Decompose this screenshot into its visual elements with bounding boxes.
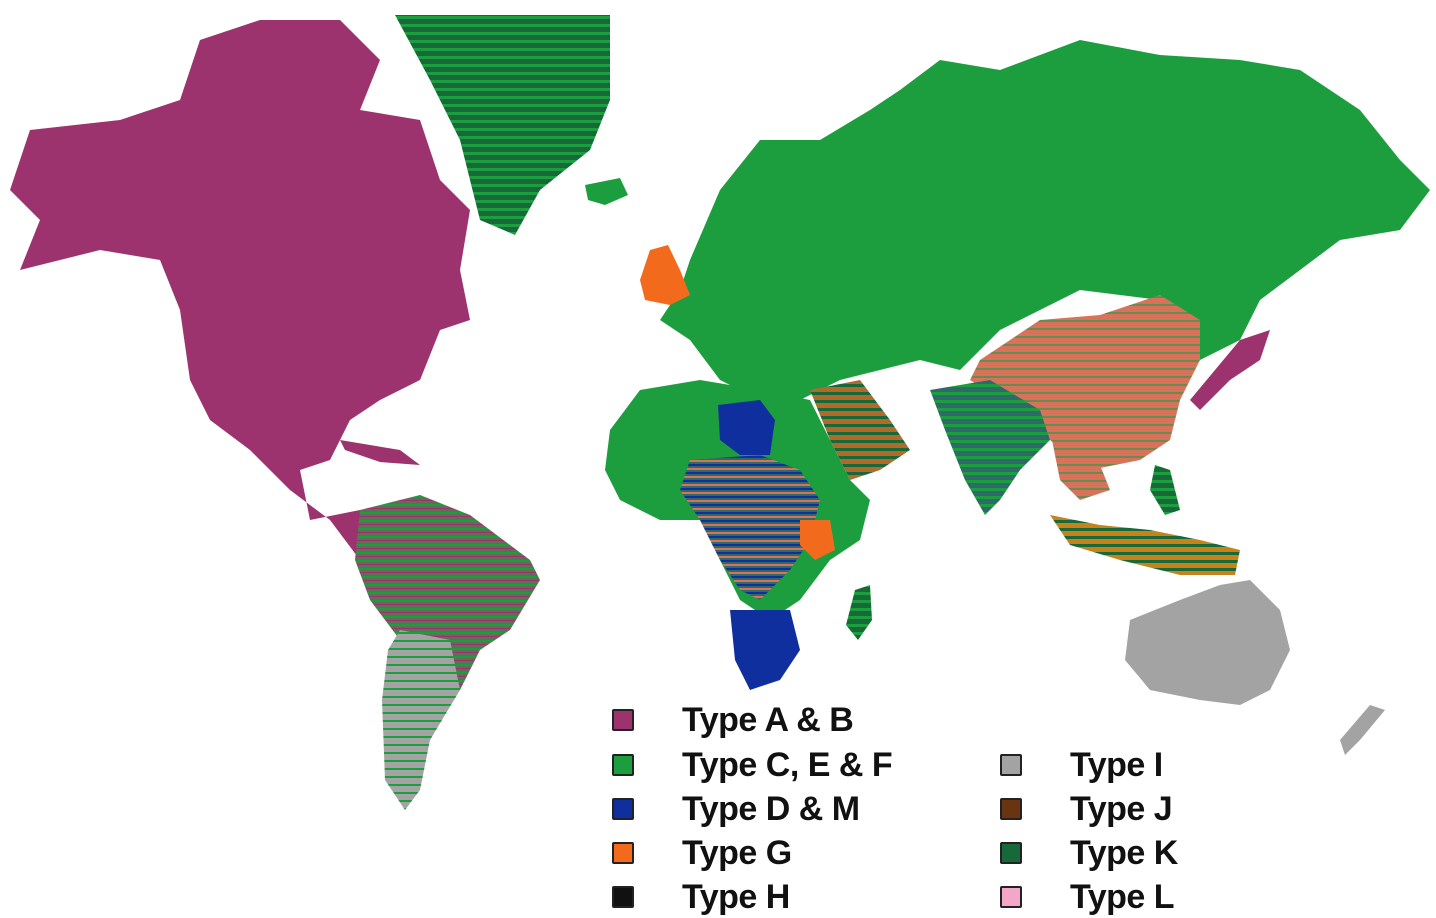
legend-label: Type L <box>1070 877 1175 916</box>
region-uk <box>640 245 690 305</box>
legend-swatch <box>612 754 634 776</box>
region-australia <box>1125 580 1290 705</box>
region-libya <box>718 400 775 455</box>
region-china <box>970 295 1200 470</box>
legend-item-type-dm: Type D & M <box>612 789 860 829</box>
legend-swatch <box>1000 754 1022 776</box>
legend-swatch <box>1000 886 1022 908</box>
legend-swatch <box>612 709 634 731</box>
legend-swatch <box>1000 842 1022 864</box>
legend-swatch <box>612 798 634 820</box>
region-india <box>930 380 1050 515</box>
legend-label: Type H <box>682 877 790 916</box>
legend-item-type-g: Type G <box>612 833 792 873</box>
region-iceland <box>585 178 628 205</box>
legend-label: Type K <box>1070 833 1178 872</box>
region-new-zealand <box>1340 705 1385 755</box>
region-caribbean <box>340 440 420 465</box>
legend-label: Type A & B <box>682 700 854 739</box>
region-arabia <box>810 380 910 480</box>
legend-item-type-cef: Type C, E & F <box>612 745 893 785</box>
region-africa-central <box>680 455 820 600</box>
region-argentina-chile <box>382 630 460 810</box>
region-indonesia <box>1050 515 1240 575</box>
legend-label: Type J <box>1070 789 1173 828</box>
region-southern-africa <box>730 610 800 690</box>
legend-item-type-h: Type H <box>612 877 790 917</box>
legend-swatch <box>612 842 634 864</box>
legend-swatch <box>1000 798 1022 820</box>
legend-label: Type I <box>1070 745 1163 784</box>
legend-label: Type G <box>682 833 792 872</box>
region-greenland <box>395 15 610 235</box>
legend-item-type-l: Type L <box>1000 877 1175 917</box>
legend-label: Type C, E & F <box>682 745 893 784</box>
legend-item-type-k: Type K <box>1000 833 1178 873</box>
legend-item-type-j: Type J <box>1000 789 1173 829</box>
region-eurasia-cef <box>660 40 1430 400</box>
legend-item-type-i: Type I <box>1000 745 1163 785</box>
region-kenya <box>800 520 835 560</box>
region-philippines <box>1150 465 1180 515</box>
legend-item-type-ab: Type A & B <box>612 700 854 740</box>
region-north-america <box>10 20 470 560</box>
region-se-asia <box>1050 430 1110 500</box>
region-madagascar <box>846 585 872 640</box>
legend-swatch <box>612 886 634 908</box>
legend-label: Type D & M <box>682 789 860 828</box>
region-japan <box>1190 330 1270 410</box>
